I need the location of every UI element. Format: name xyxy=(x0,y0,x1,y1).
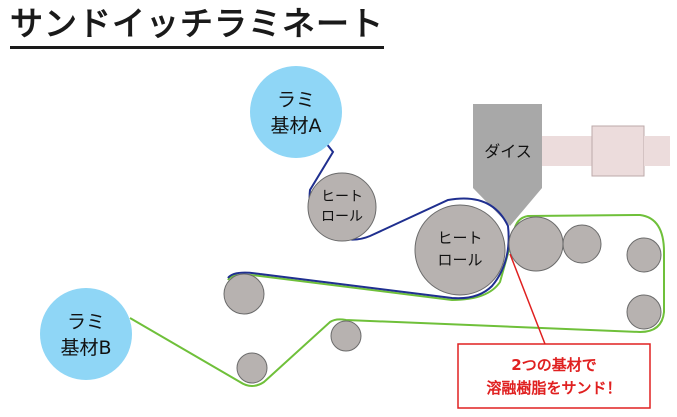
die xyxy=(473,104,542,226)
substrate-b-label-2: 基材B xyxy=(60,337,111,359)
guide-roll-4 xyxy=(223,273,265,315)
guide-roll-2 xyxy=(626,237,662,273)
substrate-b-label-1: ラミ xyxy=(67,311,105,333)
heat-roll-small xyxy=(307,172,377,242)
substrate-b-roll xyxy=(40,288,132,380)
guide-roll-5 xyxy=(330,320,362,352)
guide-roll-3 xyxy=(626,294,662,330)
callout-pointer xyxy=(509,253,546,345)
heat-roll-large-label-1: ヒート xyxy=(437,229,482,247)
nip-roll xyxy=(508,216,564,272)
heat-roll-small-label-2: ロール xyxy=(321,209,363,225)
substrate-a-label-2: 基材A xyxy=(271,115,322,137)
heat-roll-large xyxy=(414,204,506,296)
extruder-shaft xyxy=(644,136,670,166)
page-title: サンドイッチラミネート xyxy=(10,2,384,49)
extruder-body xyxy=(591,125,645,177)
callout-text-2: 溶融樹脂をサンド！ xyxy=(486,379,621,397)
heat-roll-small-label-1: ヒート xyxy=(321,189,363,205)
callout-box xyxy=(457,343,651,409)
substrate-a-label-1: ラミ xyxy=(277,89,315,111)
web-b xyxy=(129,213,665,387)
substrate-a-roll xyxy=(250,66,342,158)
guide-roll-1 xyxy=(562,224,602,264)
heat-roll-large-label-2: ロール xyxy=(437,251,482,269)
guide-roll-6 xyxy=(236,352,268,384)
callout-text-1: 2つの基材で xyxy=(511,356,596,374)
die-label: ダイス xyxy=(484,142,532,161)
extruder-barrel xyxy=(542,136,594,166)
